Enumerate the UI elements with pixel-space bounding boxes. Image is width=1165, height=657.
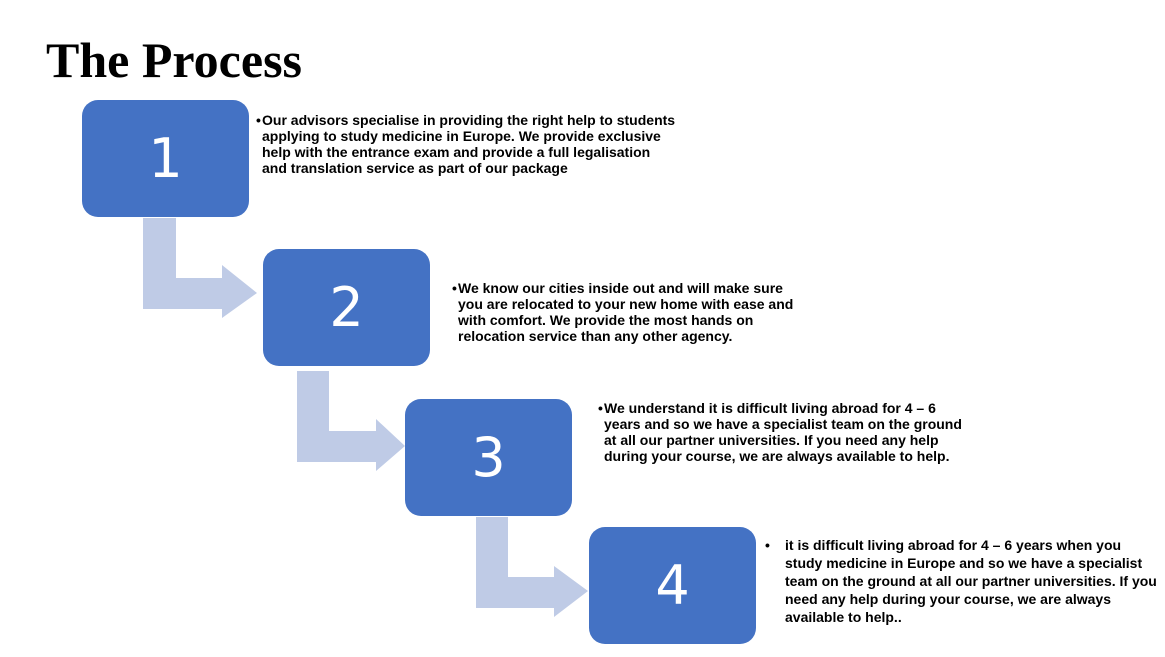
bullet-point: • (598, 400, 603, 416)
step-4-box: 4 (589, 527, 756, 644)
arrow-1-to-2 (143, 218, 257, 318)
step-description-text: We understand it is difficult living abr… (604, 400, 962, 464)
step-2-description: • We know our cities inside out and will… (452, 280, 797, 344)
page-title: The Process (46, 32, 302, 88)
bullet-point: • (452, 280, 457, 296)
step-description-text: We know our cities inside out and will m… (458, 280, 794, 344)
step-1-box: 1 (82, 100, 249, 217)
arrow-3-to-4 (476, 517, 588, 617)
step-4-description: • it is difficult living abroad for 4 – … (765, 536, 1157, 626)
step-1-description: • Our advisors specialise in providing t… (256, 112, 676, 176)
step-number: 3 (471, 426, 506, 489)
arrow-2-to-3 (297, 371, 405, 471)
step-number: 1 (148, 127, 183, 190)
bullet-point: • (256, 112, 261, 128)
step-number: 2 (329, 276, 364, 339)
step-description-text: it is difficult living abroad for 4 – 6 … (785, 537, 1157, 625)
step-2-box: 2 (263, 249, 430, 366)
step-3-box: 3 (405, 399, 572, 516)
step-description-text: Our advisors specialise in providing the… (262, 112, 676, 176)
step-number: 4 (655, 554, 690, 617)
step-3-description: • We understand it is difficult living a… (598, 400, 970, 464)
bullet-point: • (765, 537, 770, 553)
